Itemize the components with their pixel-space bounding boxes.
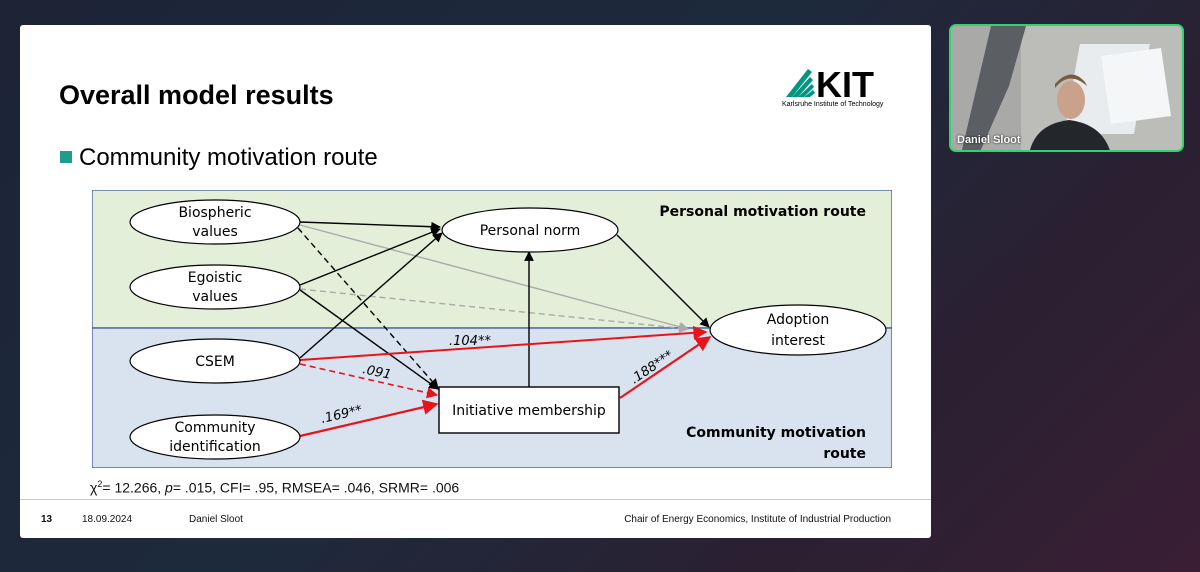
community-route-label-1: Community motivation <box>686 425 866 441</box>
video-feed <box>951 26 1182 150</box>
slide-number: 13 <box>41 514 53 525</box>
bullet-text: Community motivation route <box>79 144 378 171</box>
node-personal-norm: Personal norm <box>441 207 619 253</box>
svg-text:values: values <box>192 289 238 305</box>
node-csem: CSEM <box>129 338 301 384</box>
path-biospheric-norm <box>299 221 441 232</box>
path-initiative-adoption <box>619 336 712 399</box>
presentation-slide: Overall model results KIT Karlsruhe Inst… <box>20 25 931 538</box>
kit-logo: KIT <box>786 64 874 105</box>
svg-text:Egoistic: Egoistic <box>188 270 243 286</box>
svg-text:interest: interest <box>771 333 825 349</box>
coef-csem-initiative: .091 <box>361 362 392 383</box>
svg-text:Personal norm: Personal norm <box>480 223 581 239</box>
path-biospheric-adoption <box>299 224 689 332</box>
kit-logo-subtitle: Karlsruhe Institute of Technology <box>782 101 884 108</box>
node-community-identification: Community identification <box>129 414 301 460</box>
footer-institute: Chair of Energy Economics, Institute of … <box>624 514 891 525</box>
path-norm-adoption <box>616 234 710 328</box>
coef-csem-adoption: .104** <box>449 334 491 349</box>
footer-author: Daniel Sloot <box>189 514 243 525</box>
footer-date: 18.09.2024 <box>82 514 133 525</box>
slide-title: Overall model results <box>59 80 334 110</box>
svg-text:identification: identification <box>169 439 261 455</box>
fit-statistics: χ2= 12.266, p= .015, CFI= .95, RMSEA= .0… <box>90 479 460 496</box>
svg-text:Biospheric: Biospheric <box>178 205 251 221</box>
svg-text:Community: Community <box>174 420 255 436</box>
kit-logo-letters: KIT <box>816 64 874 105</box>
svg-text:Initiative membership: Initiative membership <box>452 403 606 419</box>
node-initiative-membership: Initiative membership <box>438 386 620 434</box>
speaker-name-label: Daniel Sloot <box>957 134 1021 146</box>
svg-text:Adoption: Adoption <box>767 312 830 328</box>
svg-text:CSEM: CSEM <box>195 354 235 370</box>
path-egoistic-initiative <box>299 289 439 390</box>
footer-divider <box>20 499 931 500</box>
svg-text:values: values <box>192 224 238 240</box>
path-egoistic-norm <box>299 227 441 286</box>
bullet-square-icon <box>60 151 72 163</box>
node-biospheric-values: Biospheric values <box>129 199 301 245</box>
path-csem-initiative <box>299 363 439 399</box>
personal-route-label: Personal motivation route <box>659 204 866 220</box>
path-csem-adoption <box>299 325 708 361</box>
path-biospheric-initiative <box>297 227 439 389</box>
node-adoption-interest: Adoption interest <box>709 304 887 356</box>
path-csem-norm <box>299 232 443 359</box>
community-route-label-2: route <box>823 446 866 462</box>
path-model-diagram: Personal motivation route Community moti… <box>92 190 892 468</box>
path-egoistic-adoption <box>299 288 689 333</box>
speaker-video-tile[interactable]: Daniel Sloot <box>949 24 1184 152</box>
node-egoistic-values: Egoistic values <box>129 264 301 310</box>
path-community-initiative <box>299 399 439 438</box>
